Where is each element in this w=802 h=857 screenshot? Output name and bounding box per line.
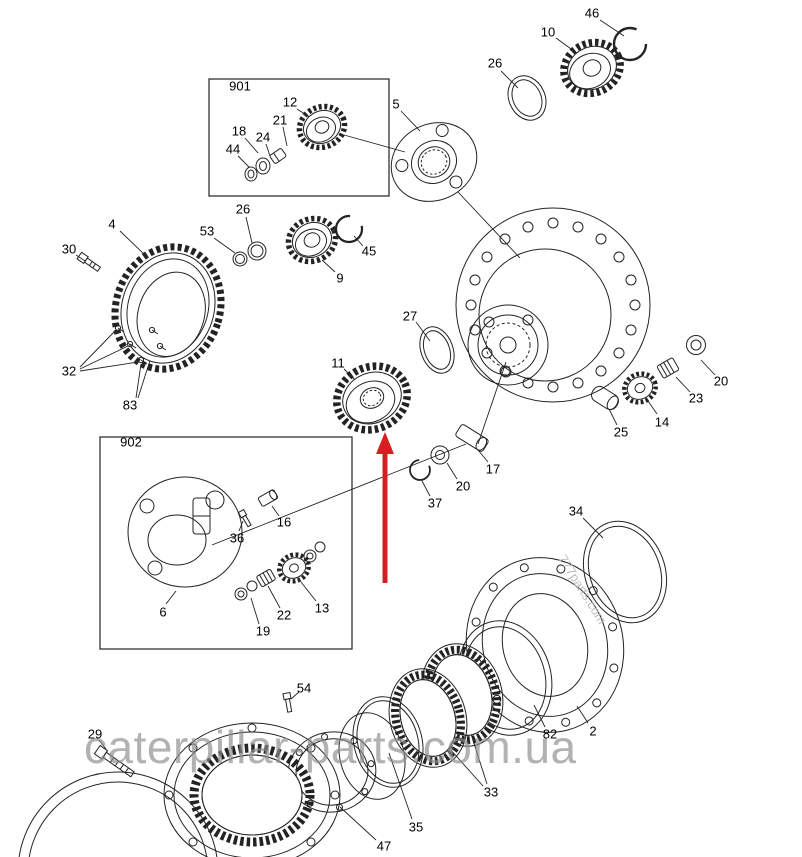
o-ring-26-top	[507, 75, 547, 121]
seal-ring-34	[582, 520, 668, 624]
bolt-54	[282, 691, 293, 713]
washer-20-mid	[430, 445, 450, 465]
flange-5	[390, 122, 478, 202]
snap-ring-37	[409, 459, 431, 481]
ring-53	[232, 251, 248, 267]
main-hub-drum	[455, 207, 651, 403]
washer-small-b	[314, 541, 326, 553]
plug-22	[256, 569, 276, 587]
gear-11	[333, 362, 411, 434]
ring-53-inner	[235, 254, 245, 264]
bearing-33-b	[388, 668, 468, 768]
ring-26-mid	[247, 241, 267, 261]
coupling-4	[111, 243, 225, 373]
washer-19	[234, 587, 248, 601]
washer-small-a	[303, 549, 317, 563]
plug-23	[656, 357, 680, 379]
pin-17	[455, 424, 489, 452]
washer-small-a-inner	[306, 552, 314, 560]
bolt-30	[76, 251, 102, 273]
o-ring-27	[419, 326, 455, 374]
ring-35-b	[338, 712, 406, 800]
bolt-29	[93, 744, 135, 778]
gear-12	[296, 103, 348, 151]
snap-ring-45	[334, 214, 364, 244]
ring-26-mid-inner	[250, 244, 264, 258]
washer-19-b	[246, 580, 258, 592]
lower-housing-arc	[18, 771, 218, 857]
gear-10	[560, 38, 624, 98]
washer-19-inner	[237, 590, 245, 598]
carrier-6	[127, 476, 243, 588]
pin-16	[257, 489, 279, 507]
ring-gear-47	[163, 722, 341, 857]
washer-20-mid-inner	[435, 450, 445, 460]
bolt-36	[237, 508, 252, 528]
roller-25	[591, 385, 619, 411]
gear-9	[285, 215, 339, 265]
subassembly-box-902	[99, 436, 353, 650]
gear-14	[622, 371, 658, 405]
site-watermark: caterpillar-parts.com.ua	[84, 721, 577, 773]
lower-housing-arc-inner	[28, 781, 208, 857]
leader-lines	[75, 19, 716, 841]
subassembly-box-901	[208, 78, 390, 197]
snap-ring-46	[612, 26, 648, 62]
washer-set-901	[244, 148, 287, 182]
highlight-arrow	[376, 432, 394, 583]
washer-20-right-inner	[690, 339, 702, 351]
screw-cluster-32-83	[114, 324, 167, 365]
washer-20-right	[686, 335, 706, 355]
